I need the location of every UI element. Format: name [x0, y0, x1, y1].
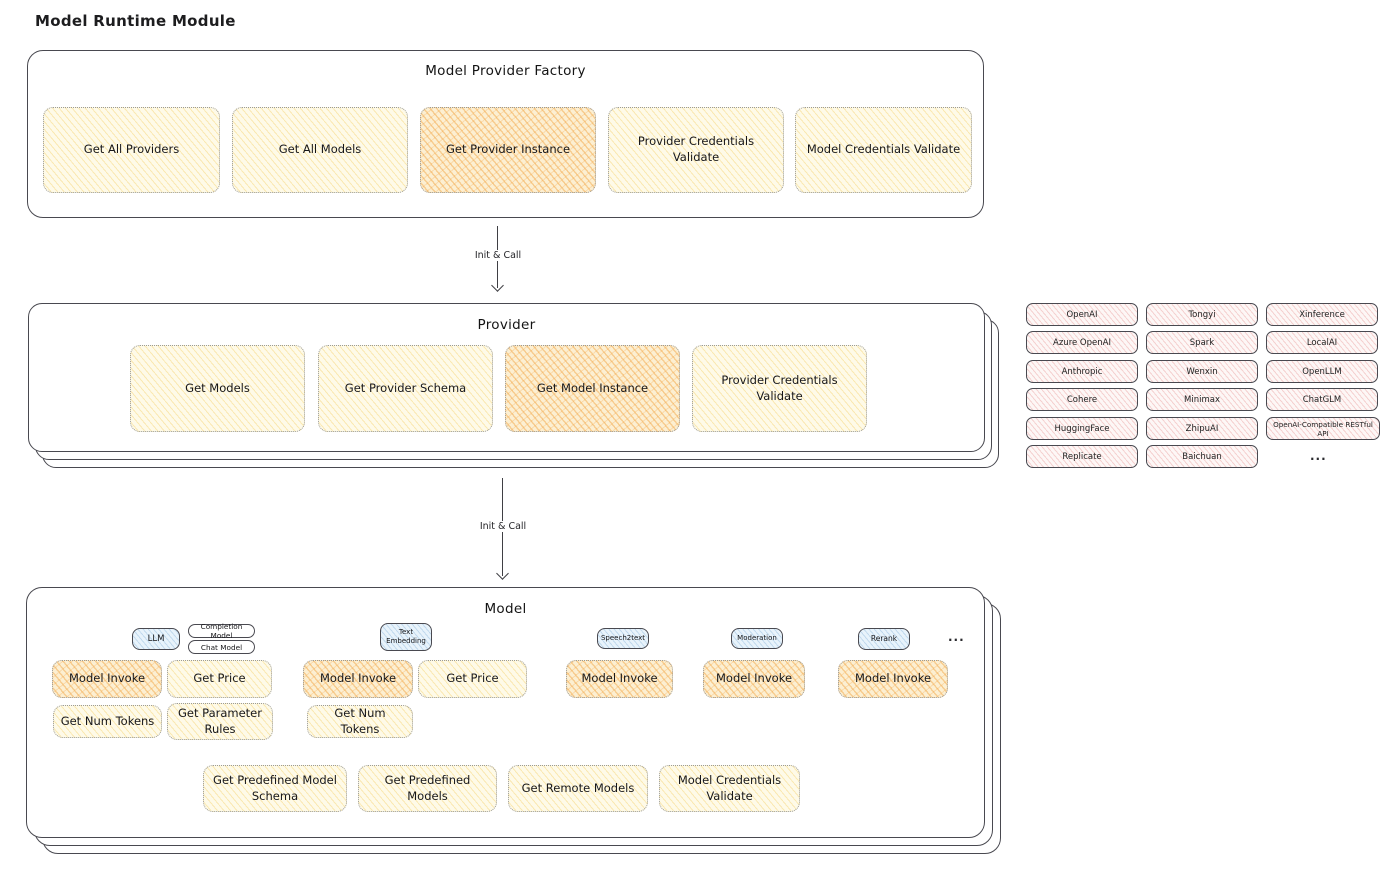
- text-embedding-model-invoke-button[interactable]: Model Invoke: [303, 660, 413, 698]
- provider-title: Provider: [477, 317, 536, 333]
- model-get-remote-models-button[interactable]: Get Remote Models: [508, 765, 648, 812]
- provider-get-models-button[interactable]: Get Models: [130, 345, 305, 432]
- factory-title: Model Provider Factory: [425, 63, 586, 79]
- provider-item-cohere[interactable]: Cohere: [1026, 388, 1138, 411]
- provider-item-openai-compatible-restful-api[interactable]: OpenAI-Compatible RESTful API: [1266, 417, 1380, 440]
- provider-get-model-instance-button[interactable]: Get Model Instance: [505, 345, 680, 432]
- page-title: Model Runtime Module: [35, 12, 236, 30]
- model-tag-rerank[interactable]: Rerank: [858, 628, 910, 650]
- provider-item-chatglm[interactable]: ChatGLM: [1266, 388, 1378, 411]
- provider-get-provider-schema-button[interactable]: Get Provider Schema: [318, 345, 493, 432]
- model-get-predefined-model-schema-button[interactable]: Get Predefined Model Schema: [203, 765, 347, 812]
- provider-item-minimax[interactable]: Minimax: [1146, 388, 1258, 411]
- provider-item-spark[interactable]: Spark: [1146, 331, 1258, 354]
- factory-provider-credentials-validate-button[interactable]: Provider Credentials Validate: [608, 107, 784, 193]
- provider-to-model-arrowhead-icon: [496, 567, 509, 580]
- model-tag-speech2text[interactable]: Speech2text: [597, 628, 649, 649]
- speech2text-model-invoke-button[interactable]: Model Invoke: [566, 660, 673, 698]
- provider-item-anthropic[interactable]: Anthropic: [1026, 360, 1138, 383]
- llm-get-num-tokens-button[interactable]: Get Num Tokens: [53, 705, 162, 738]
- llm-get-parameter-rules-button[interactable]: Get Parameter Rules: [167, 703, 273, 740]
- provider-list-more-label: ...: [1310, 449, 1327, 463]
- provider-item-openai[interactable]: OpenAI: [1026, 303, 1138, 326]
- provider-provider-credentials-validate-button[interactable]: Provider Credentials Validate: [692, 345, 867, 432]
- rerank-model-invoke-button[interactable]: Model Invoke: [838, 660, 948, 698]
- provider-item-xinference[interactable]: Xinference: [1266, 303, 1378, 326]
- factory-to-provider-arrow-label: Init & Call: [469, 250, 527, 261]
- provider-item-tongyi[interactable]: Tongyi: [1146, 303, 1258, 326]
- model-subtag-completion-model[interactable]: Completion Model: [188, 622, 255, 640]
- factory-get-all-providers-button[interactable]: Get All Providers: [43, 107, 220, 193]
- factory-to-provider-arrowhead-icon: [491, 279, 504, 292]
- llm-get-price-button[interactable]: Get Price: [167, 660, 272, 698]
- provider-item-zhipuai[interactable]: ZhipuAI: [1146, 417, 1258, 440]
- provider-item-wenxin[interactable]: Wenxin: [1146, 360, 1258, 383]
- model-tag-llm[interactable]: LLM: [132, 628, 180, 650]
- provider-item-azure-openai[interactable]: Azure OpenAI: [1026, 331, 1138, 354]
- provider-item-localai[interactable]: LocalAI: [1266, 331, 1378, 354]
- model-tag-moderation[interactable]: Moderation: [731, 628, 783, 649]
- provider-item-baichuan[interactable]: Baichuan: [1146, 445, 1258, 468]
- factory-get-all-models-button[interactable]: Get All Models: [232, 107, 408, 193]
- provider-item-openllm[interactable]: OpenLLM: [1266, 360, 1378, 383]
- factory-model-credentials-validate-button[interactable]: Model Credentials Validate: [795, 107, 972, 193]
- model-get-predefined-models-button[interactable]: Get Predefined Models: [358, 765, 497, 812]
- provider-to-model-arrow-label: Init & Call: [474, 521, 532, 532]
- model-subtag-chat-model[interactable]: Chat Model: [188, 640, 255, 654]
- model-tags-more-label: ...: [948, 630, 965, 644]
- model-title: Model: [484, 601, 527, 617]
- text-embedding-get-num-tokens-button[interactable]: Get Num Tokens: [307, 705, 413, 738]
- provider-item-huggingface[interactable]: HuggingFace: [1026, 417, 1138, 440]
- text-embedding-get-price-button[interactable]: Get Price: [418, 660, 527, 698]
- llm-model-invoke-button[interactable]: Model Invoke: [52, 660, 162, 698]
- moderation-model-invoke-button[interactable]: Model Invoke: [703, 660, 805, 698]
- model-tag-text-embedding[interactable]: Text Embedding: [380, 623, 432, 651]
- model-model-credentials-validate-button[interactable]: Model Credentials Validate: [659, 765, 800, 812]
- factory-get-provider-instance-button[interactable]: Get Provider Instance: [420, 107, 596, 193]
- provider-item-replicate[interactable]: Replicate: [1026, 445, 1138, 468]
